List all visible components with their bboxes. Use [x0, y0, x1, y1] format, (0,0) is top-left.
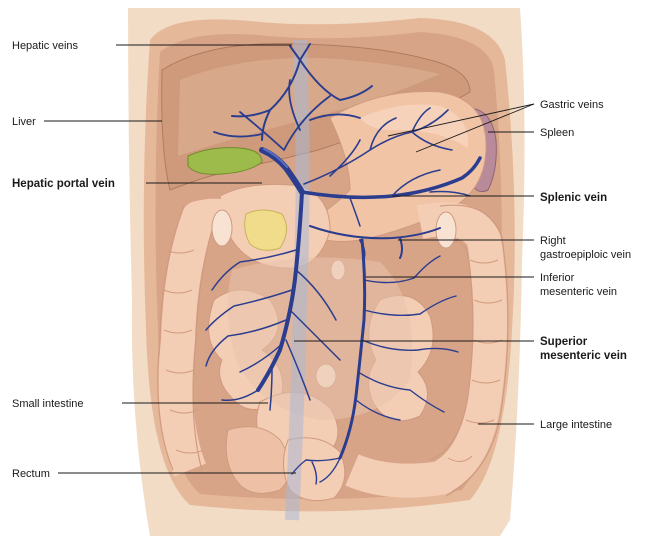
- inferior-vena-cava: [285, 39, 310, 521]
- pancreas: [244, 209, 287, 251]
- liver-highlight: [178, 57, 440, 156]
- hepatic-portal-vein: [259, 147, 305, 195]
- label-superior-mesenteric-vein-line1: Superior: [540, 336, 588, 348]
- label-spleen: Spleen: [540, 127, 574, 139]
- large-intestine: [158, 198, 507, 498]
- gallbladder: [187, 147, 263, 175]
- large-intestine-outline: [157, 204, 509, 497]
- label-large-intestine: Large intestine: [540, 419, 612, 431]
- label-splenic-vein: Splenic vein: [540, 192, 607, 204]
- colon-cut-end-right: [435, 211, 457, 249]
- label-small-intestine: Small intestine: [12, 398, 84, 410]
- leader-gastric-veins-b: [415, 103, 535, 153]
- label-rectum: Rectum: [12, 468, 50, 480]
- splenic-vein-branches: [349, 169, 471, 227]
- leader-gastric-veins-a: [387, 103, 535, 137]
- label-right-gastroepiploic-vein-line2: gastroepiploic vein: [540, 249, 631, 261]
- label-gastric-veins: Gastric veins: [540, 99, 604, 111]
- smv-tributaries: [205, 249, 341, 411]
- imv-tributaries: [305, 255, 459, 483]
- label-right-gastroepiploic-vein-line1: Right: [540, 235, 566, 247]
- label-hepatic-veins: Hepatic veins: [12, 40, 79, 52]
- superior-mesenteric-vein: [256, 190, 304, 392]
- label-inferior-mesenteric-vein-line2: mesenteric vein: [540, 286, 617, 298]
- label-hepatic-portal-vein: Hepatic portal vein: [12, 178, 115, 190]
- splenic-vein: [300, 156, 482, 200]
- portal-venous-system: [205, 43, 482, 485]
- colon-haustra: [163, 249, 503, 462]
- label-inferior-mesenteric-vein-line1: Inferior: [540, 272, 575, 284]
- leader-lines: [44, 44, 535, 474]
- colon-cut-end-left: [211, 209, 233, 247]
- intrahepatic-portal-branches: [213, 79, 361, 151]
- label-superior-mesenteric-vein-line2: mesenteric vein: [540, 350, 627, 362]
- anatomy-illustration: [128, 8, 525, 536]
- label-liver: Liver: [12, 116, 36, 128]
- gastric-vein-branches: [303, 107, 453, 185]
- hepatic-portal-vein-highlight: [263, 148, 288, 168]
- labels: Hepatic veins Liver Hepatic portal vein …: [12, 40, 631, 480]
